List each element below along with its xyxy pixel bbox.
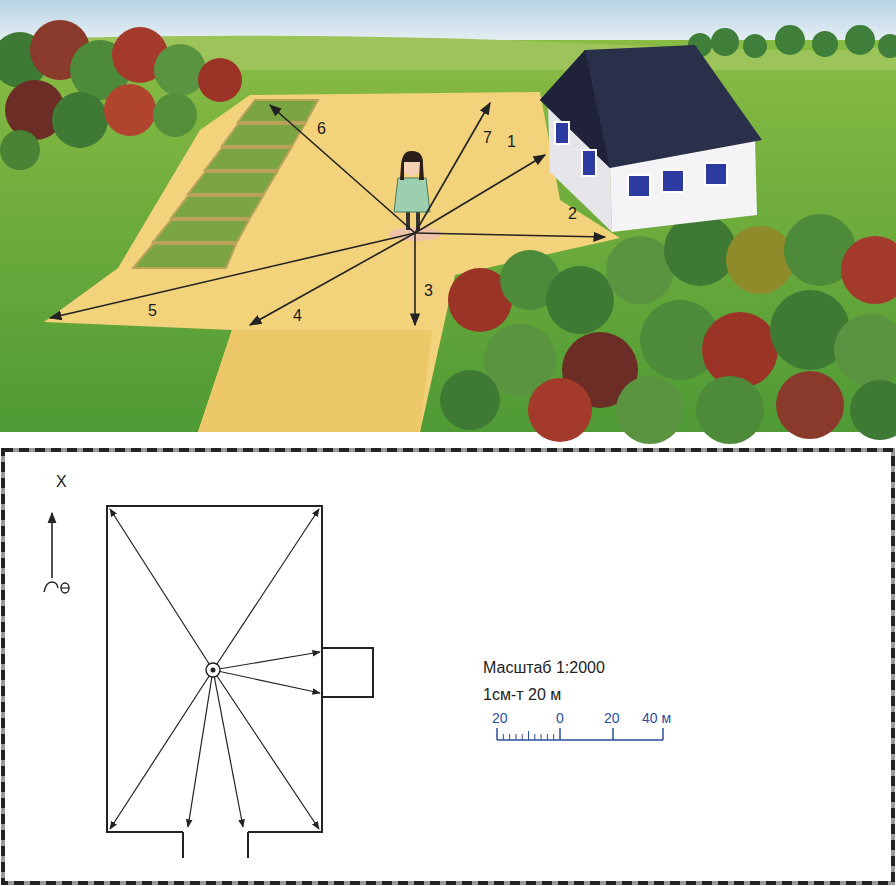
scale-text: Масштаб 1:2000: [483, 660, 605, 676]
callout-number: 5: [148, 303, 157, 319]
callout-number: 2: [568, 206, 577, 222]
north-label: X: [56, 474, 67, 490]
callout-number: 3: [424, 283, 433, 299]
callout-number: 7: [483, 130, 492, 146]
scale-bar-number: 0: [556, 711, 564, 725]
scale-bar-number: 20: [604, 711, 620, 725]
scale-bar-number: 20: [492, 711, 508, 725]
callout-number: 4: [293, 308, 302, 324]
scale-bar-number: 40 м: [642, 711, 671, 725]
callout-number: 1: [507, 134, 516, 150]
callout-number: 6: [317, 121, 326, 137]
scale-text: 1см-т 20 м: [483, 687, 561, 703]
